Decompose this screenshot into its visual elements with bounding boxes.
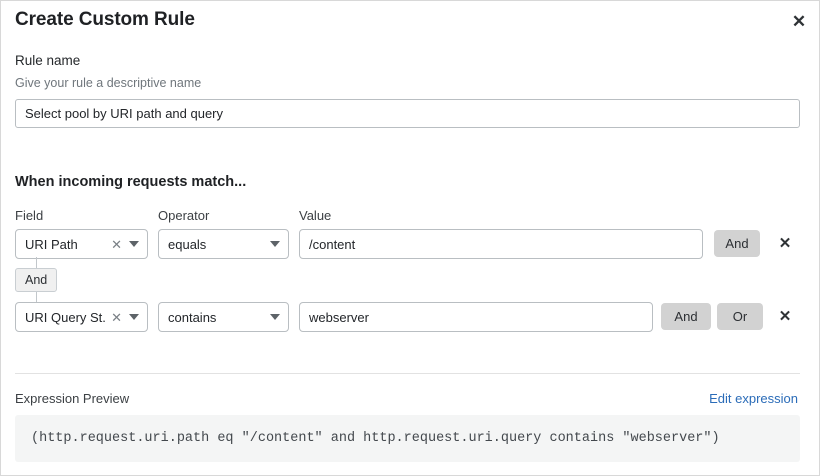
operator-select-value-1: contains <box>168 309 217 325</box>
remove-condition-icon[interactable]: ✕ <box>778 307 792 325</box>
clear-icon[interactable]: ✕ <box>111 309 122 325</box>
conditions-section-heading: When incoming requests match... <box>15 174 247 190</box>
and-button-1[interactable]: And <box>661 303 711 330</box>
rule-name-label: Rule name <box>15 53 81 68</box>
condition-row: URI Path ✕ equals And ✕ <box>1 229 819 259</box>
chevron-down-icon[interactable] <box>268 314 288 320</box>
chevron-down-icon[interactable] <box>268 241 288 247</box>
expression-preview-code: (http.request.uri.path eq "/content" and… <box>31 431 720 446</box>
field-select-0[interactable]: URI Path ✕ <box>15 229 148 259</box>
chevron-down-icon[interactable] <box>127 241 147 247</box>
close-icon[interactable]: ✕ <box>791 11 807 31</box>
connector-and-badge[interactable]: And <box>15 268 58 292</box>
or-button-1[interactable]: Or <box>717 303 763 330</box>
dialog-title: Create Custom Rule <box>15 9 195 30</box>
value-input-0[interactable] <box>299 229 703 259</box>
expression-preview-box: (http.request.uri.path eq "/content" and… <box>15 415 800 462</box>
field-select-value-1: URI Query St... <box>25 309 107 325</box>
chevron-down-icon[interactable] <box>127 314 147 320</box>
operator-select-value-0: equals <box>168 236 207 252</box>
column-header-value: Value <box>299 208 332 223</box>
section-divider <box>15 373 800 374</box>
expression-preview-label: Expression Preview <box>15 391 130 406</box>
column-header-operator: Operator <box>158 208 210 223</box>
condition-connector: And <box>15 257 135 305</box>
operator-select-1[interactable]: contains <box>158 302 289 332</box>
and-button-0[interactable]: And <box>714 230 760 257</box>
field-select-value-0: URI Path <box>25 236 78 252</box>
clear-icon[interactable]: ✕ <box>111 236 122 252</box>
value-input-1[interactable] <box>299 302 653 332</box>
rule-name-input[interactable] <box>15 99 800 128</box>
edit-expression-link[interactable]: Edit expression <box>709 391 798 406</box>
operator-select-0[interactable]: equals <box>158 229 289 259</box>
rule-name-sublabel: Give your rule a descriptive name <box>15 76 202 90</box>
column-header-field: Field <box>15 208 44 223</box>
field-select-1[interactable]: URI Query St... ✕ <box>15 302 148 332</box>
condition-row: URI Query St... ✕ contains And Or ✕ <box>1 302 819 332</box>
remove-condition-icon[interactable]: ✕ <box>778 234 792 252</box>
